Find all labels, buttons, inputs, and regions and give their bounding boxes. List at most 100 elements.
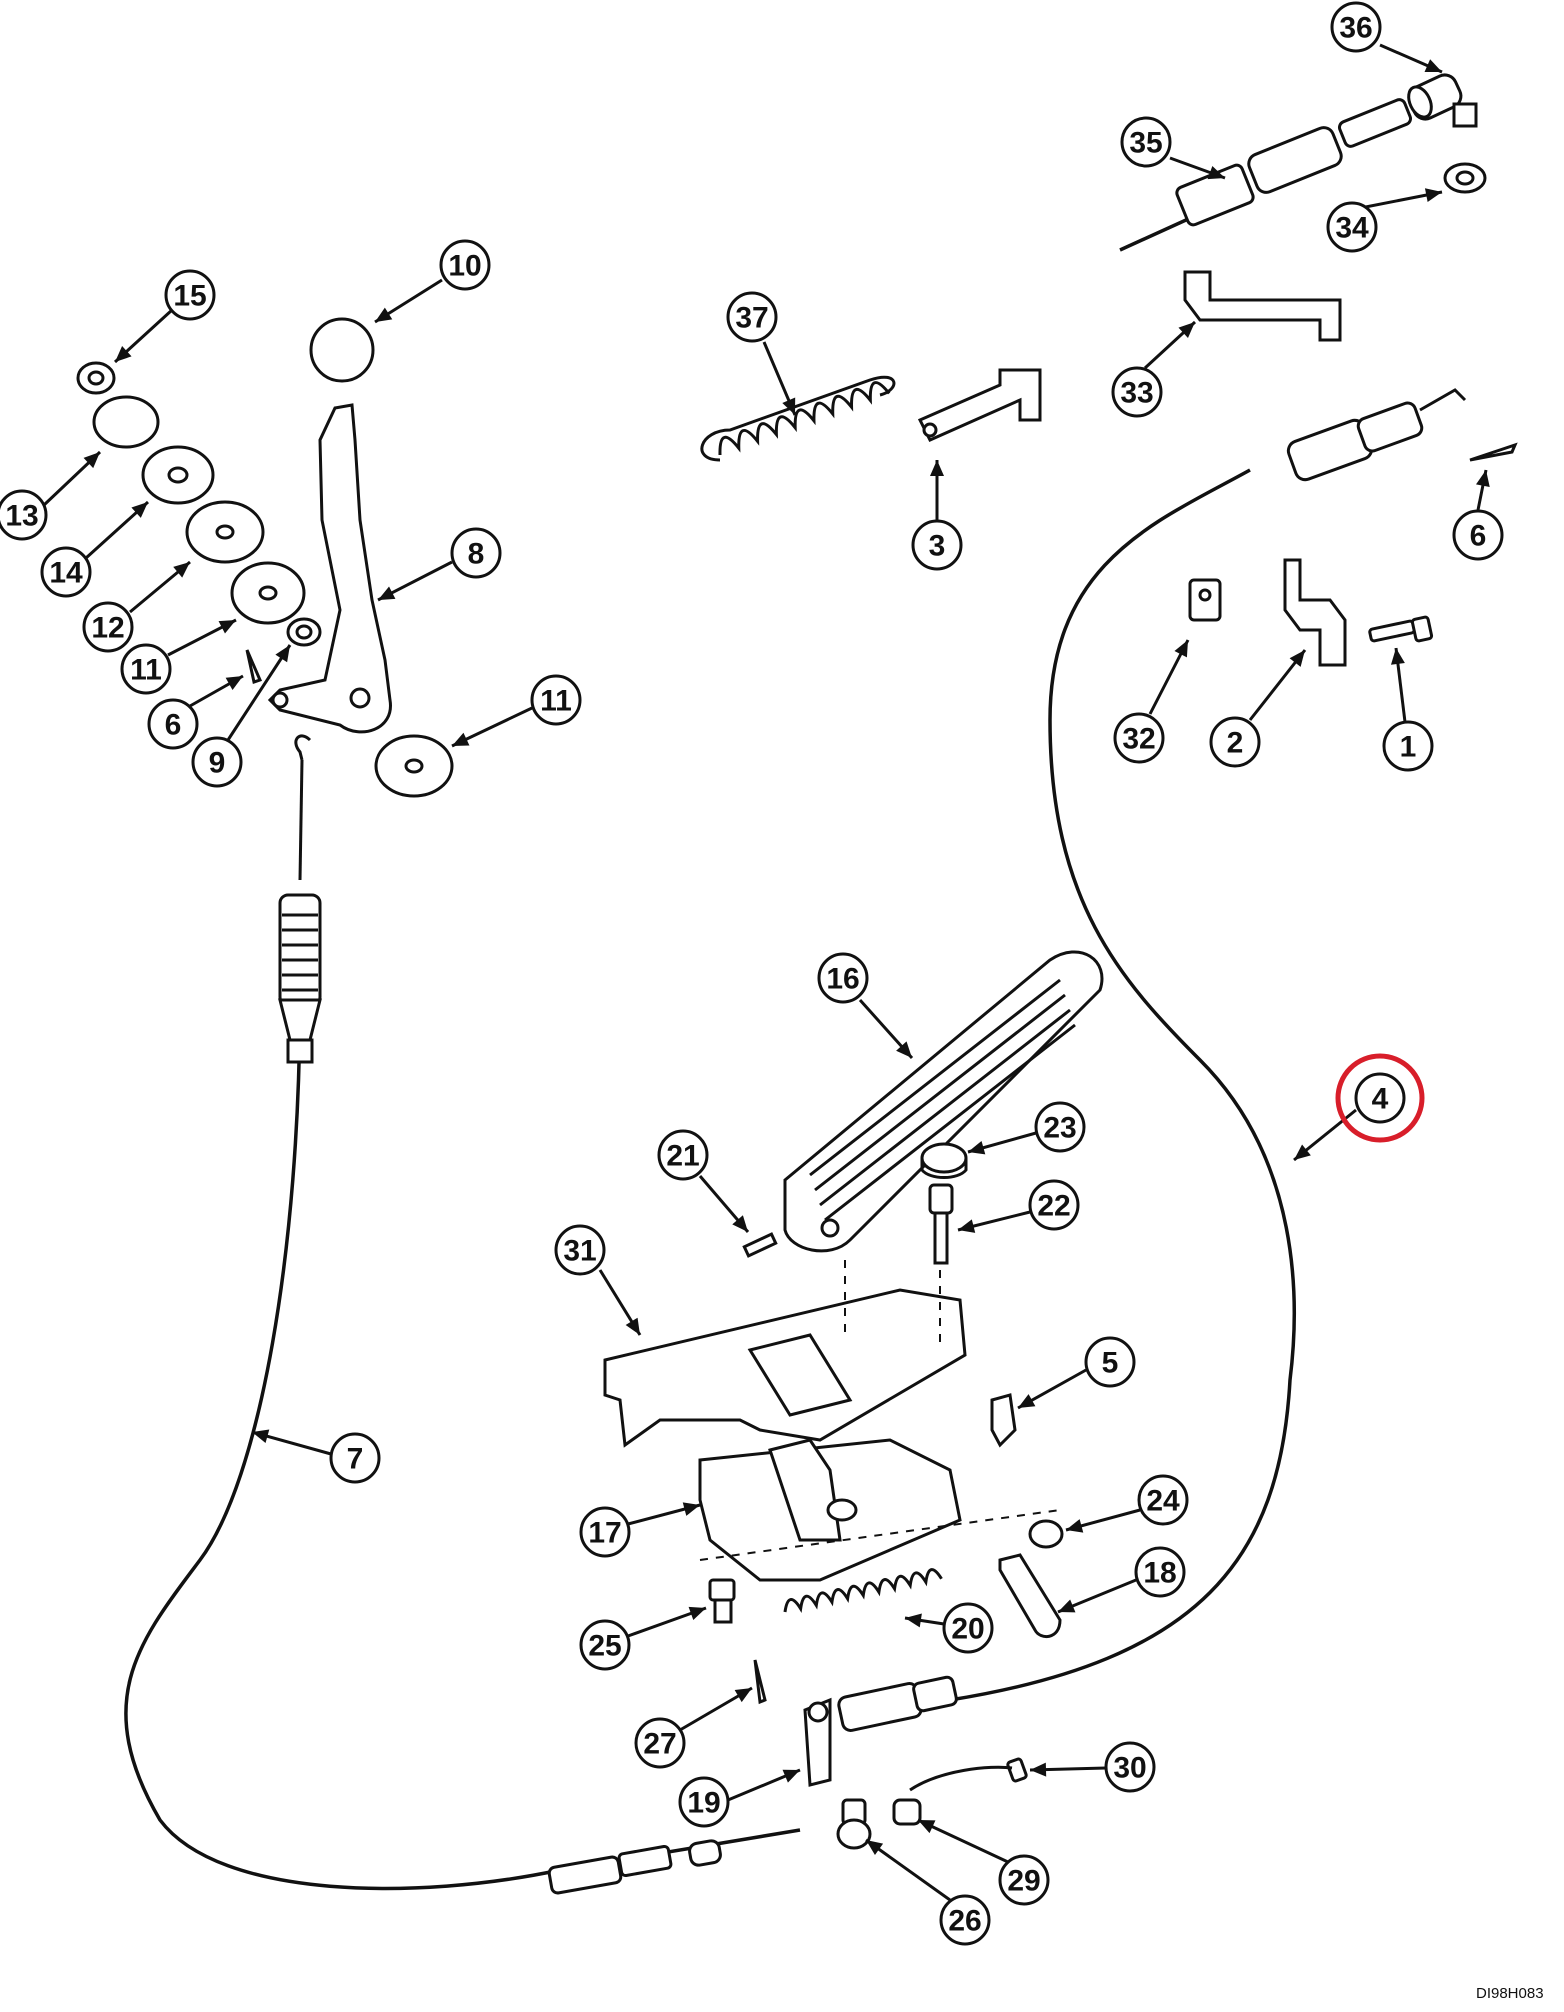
callout-label: 29 [1007,1865,1040,1898]
callout-circle [147,698,199,750]
washer-11-right [374,734,454,798]
callout-circle [678,1776,730,1828]
callout-circle [530,674,582,726]
callout-label: 10 [448,250,481,283]
pin-21 [742,1232,778,1258]
callout-9: 9 [191,736,243,788]
arrowhead-22 [958,1219,976,1233]
spring-20 [783,1568,943,1613]
callout-12: 12 [82,601,134,653]
callout-29: 29 [998,1854,1050,1906]
arrowhead-6 [1475,470,1490,488]
bushing-9 [286,617,322,647]
callout-label: 11 [540,685,572,718]
callout-circle [1120,116,1172,168]
arrowhead-15 [115,346,132,362]
callout-label: 25 [588,1630,621,1663]
callout-label: 1 [1400,731,1417,764]
callout-circle [191,736,243,788]
callout-30: 30 [1104,1741,1156,1793]
cable-end-36 [1407,73,1478,128]
callout-24: 24 [1137,1474,1189,1526]
arrowhead-2 [1289,650,1305,667]
bracket-31 [603,1260,967,1448]
washer-13 [92,395,160,449]
callout-label: 19 [687,1787,720,1820]
cable-upper-end-7 [278,734,322,1064]
callout-circle [439,239,491,291]
callout-13: 13 [0,489,48,541]
callout-label: 37 [735,302,768,335]
cotter-pin-6-left [245,649,263,684]
arrowhead-11 [452,732,470,746]
callout-circle [450,527,502,579]
screw-30 [909,1757,1028,1792]
callout-label: 21 [666,1140,699,1173]
arrowhead-9 [275,645,290,663]
arrowhead-30 [1030,1762,1047,1777]
washer-11-left [230,561,306,625]
arrowhead-12 [173,562,190,578]
arrowhead-8 [378,586,396,600]
arrowhead-33 [1178,322,1195,338]
cotter-pin-27 [753,1659,767,1705]
arrowhead-11 [218,620,236,634]
callout-6: 6 [1452,509,1504,561]
callout-20: 20 [942,1602,994,1654]
callout-circle [40,546,92,598]
callout-circle [657,1129,709,1181]
callout-7: 7 [329,1432,381,1484]
base-17 [698,1438,1061,1582]
leader-line-26 [865,1838,951,1902]
cable-lower-end-4 [837,1675,958,1732]
callout-label: 11 [130,654,162,687]
arrowhead-17 [682,1502,700,1516]
arrowhead-26 [866,1840,884,1855]
leader-line-29 [917,1818,1009,1864]
callout-label: 16 [826,963,859,996]
callout-label: 6 [1470,520,1487,553]
callout-label: 9 [209,747,226,780]
arrowhead-20 [905,1613,922,1628]
clip-5 [990,1393,1017,1448]
callout-11: 11 [120,643,172,695]
pedal-16 [783,950,1104,1253]
arrowhead-13 [83,452,100,469]
callout-3: 3 [911,519,963,571]
screw-25 [708,1578,736,1624]
arrowhead-37 [782,397,796,415]
callout-circle [1084,1336,1136,1388]
callout-22: 22 [1028,1179,1080,1231]
callout-15: 15 [164,269,216,321]
arrowhead-23 [968,1140,986,1155]
callout-label: 34 [1335,212,1369,245]
callout-circle [998,1854,1050,1906]
spacer-14 [141,445,215,505]
leader-line-9 [226,644,292,741]
callout-circle [1209,716,1261,768]
callout-circle [1111,366,1163,418]
arrowhead-4 [1294,1144,1311,1160]
callout-37: 37 [726,291,778,343]
callout-circle [1382,720,1434,772]
callout-circle [164,269,216,321]
arrowhead-32 [1174,640,1188,658]
callout-label: 27 [643,1728,676,1761]
callout-8: 8 [450,527,502,579]
callout-circle [1452,509,1504,561]
callout-26: 26 [939,1894,991,1946]
callout-circle [634,1717,686,1769]
callout-6: 6 [147,698,199,750]
clip-32 [1188,578,1222,622]
callout-2: 2 [1209,716,1261,768]
lever-8 [267,403,392,734]
callout-label: 18 [1143,1557,1176,1590]
callout-circle [0,489,48,541]
callout-label: 35 [1129,127,1162,160]
cable-4 [949,468,1296,1702]
callout-5: 5 [1084,1336,1136,1388]
callout-circle [579,1506,631,1558]
callout-33: 33 [1111,366,1163,418]
highlight-ring [1335,1053,1425,1143]
callout-27: 27 [634,1717,686,1769]
